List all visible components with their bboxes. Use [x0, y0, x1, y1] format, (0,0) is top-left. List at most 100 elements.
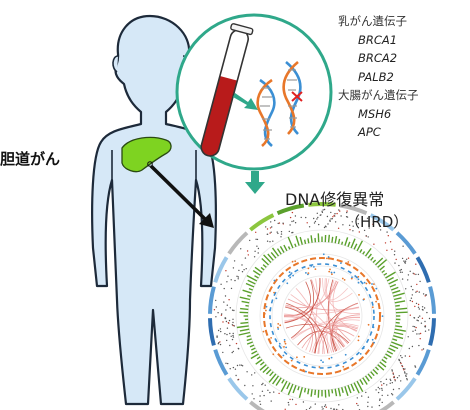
circos-point — [351, 221, 353, 223]
circos-bar — [350, 238, 356, 249]
circos-point — [231, 351, 233, 354]
circos-point — [307, 267, 310, 270]
circos-point — [326, 257, 328, 260]
circos-bar — [287, 383, 294, 396]
circos-point — [357, 275, 360, 278]
circos-bar — [246, 338, 252, 342]
circos-point — [356, 397, 358, 399]
circos-bar — [341, 241, 344, 245]
circos-bar — [261, 257, 269, 266]
circos-point — [330, 218, 332, 220]
circos-bar — [334, 388, 338, 397]
circos-point — [401, 365, 404, 368]
circos-point — [215, 299, 217, 302]
circos-bar — [395, 304, 400, 307]
circos-link — [317, 316, 361, 354]
circos-bar — [307, 238, 310, 244]
circos-point — [424, 326, 427, 328]
circos-point — [255, 238, 257, 240]
circos-point — [424, 330, 427, 332]
circos-point — [327, 256, 330, 258]
circos-point — [357, 404, 359, 407]
circos-point — [215, 306, 217, 308]
circos-point — [415, 291, 417, 293]
circos-point — [391, 394, 394, 396]
circos-point — [363, 298, 365, 301]
circos-point — [407, 274, 410, 276]
circos-bar — [377, 259, 388, 268]
circos-point — [417, 320, 419, 322]
circos-point — [340, 262, 342, 264]
circos-point — [330, 407, 332, 410]
circos-point — [372, 326, 375, 329]
circos-point — [268, 309, 271, 311]
chromosome-segment — [208, 286, 216, 314]
circos-bar — [385, 271, 396, 279]
circos-point — [357, 335, 360, 338]
circos-point — [227, 362, 229, 365]
circos-point — [302, 369, 305, 371]
circos-point — [414, 365, 416, 367]
circos-point — [363, 281, 366, 284]
circos-bar — [331, 389, 334, 394]
circos-link — [285, 305, 341, 350]
circos-point — [371, 338, 374, 341]
circos-point — [232, 334, 234, 337]
chromosome-segment — [213, 349, 229, 376]
circos-point — [381, 384, 383, 386]
circos-point — [246, 250, 249, 252]
circos-point — [371, 283, 373, 285]
circos-point — [421, 349, 423, 351]
circos-point — [282, 222, 284, 224]
circos-point — [342, 224, 344, 226]
circos-point — [274, 219, 276, 222]
circos-point — [289, 224, 291, 226]
gene-list: 乳がん遺伝子 BRCA1 BRCA2 PALB2 大腸がん遺伝子 MSH6 AP… — [338, 12, 419, 142]
circos-point — [259, 403, 262, 405]
circos-point — [273, 291, 275, 294]
circos-point — [264, 384, 266, 386]
circos-bar — [391, 286, 399, 291]
circos-point — [418, 333, 420, 335]
circos-point — [243, 269, 245, 271]
circos-point — [229, 307, 231, 309]
circos-link — [283, 315, 314, 353]
circos-bar — [341, 387, 344, 393]
circos-bar — [310, 235, 313, 243]
circos-point — [411, 294, 413, 296]
circos-bar — [388, 347, 396, 352]
circos-point — [408, 355, 411, 357]
circos-point — [398, 264, 400, 267]
circos-bar — [394, 328, 406, 332]
teal-down-arrow — [245, 171, 265, 194]
circos-ring — [271, 265, 373, 367]
circos-point — [393, 254, 396, 256]
circos-bar — [270, 251, 277, 259]
circos-point — [278, 392, 280, 395]
circos-point — [422, 348, 425, 350]
circos-point — [407, 279, 409, 281]
circos-point — [241, 264, 243, 266]
circos-bar — [265, 369, 272, 375]
circos-bar — [240, 307, 249, 311]
circos-point — [246, 371, 248, 373]
chromosome-segment — [227, 231, 249, 255]
circos-link — [291, 322, 359, 339]
circos-point — [222, 351, 224, 354]
circos-point — [229, 344, 231, 347]
circos-bar — [395, 307, 408, 311]
circos-point — [226, 339, 228, 342]
circos-point — [391, 382, 393, 384]
circos-point — [336, 212, 338, 215]
circos-point — [389, 241, 392, 243]
circos-point — [277, 326, 279, 329]
circos-point — [407, 336, 409, 338]
circos-point — [367, 401, 369, 403]
circos-point — [391, 248, 393, 251]
circos-point — [225, 270, 227, 272]
circos-point — [331, 218, 333, 220]
circos-bar — [327, 234, 330, 243]
circos-link — [325, 278, 360, 314]
circos-point — [316, 218, 318, 220]
liver-icon — [121, 136, 172, 173]
